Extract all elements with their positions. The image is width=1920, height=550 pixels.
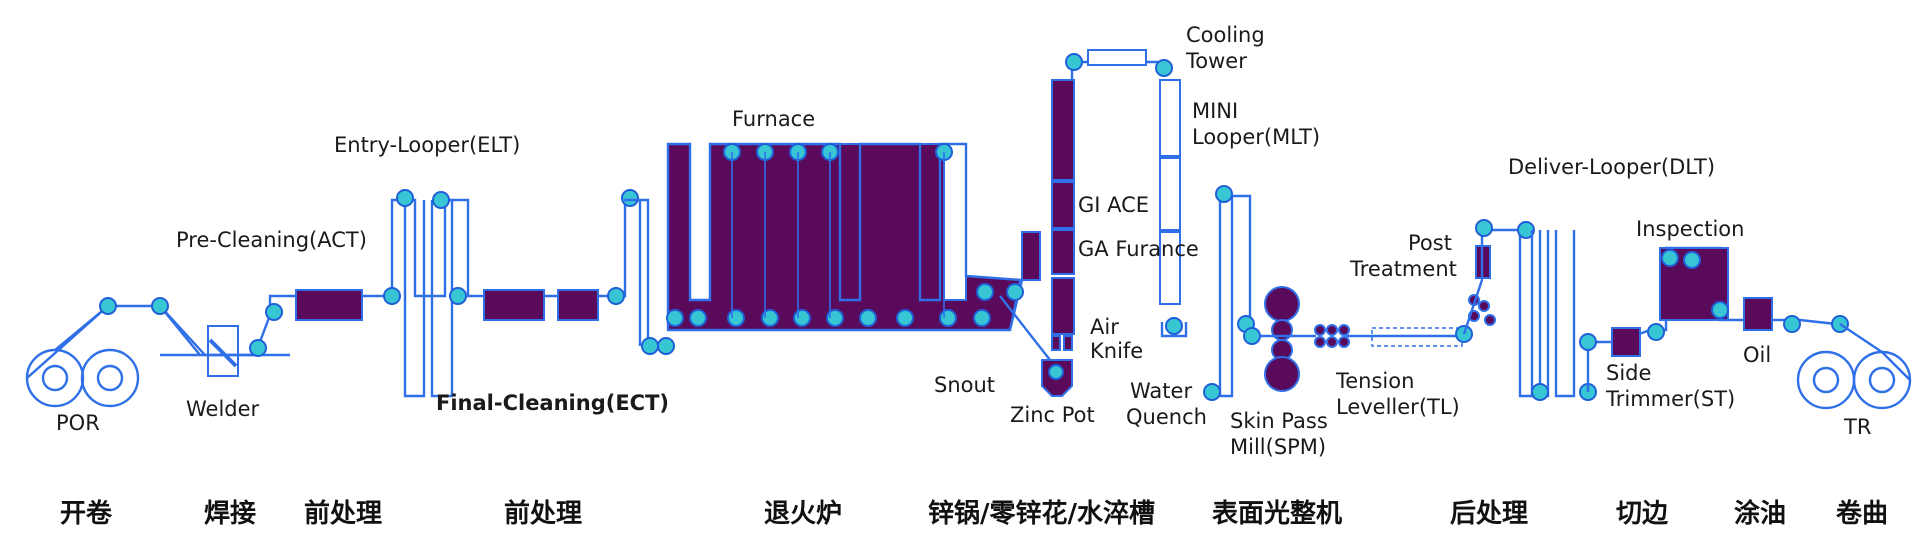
pre-cleaning-tank — [295, 289, 363, 321]
mini-looper — [1159, 79, 1188, 338]
tension-reel — [1796, 323, 1912, 410]
label-cooling-tower-2: Tower — [1185, 49, 1247, 73]
water-quench — [1203, 185, 1255, 401]
label-welder: Welder — [186, 397, 260, 421]
label-side-trimmer-2: Trimmer(ST) — [1605, 387, 1735, 411]
label-water-quench-2: Quench — [1126, 405, 1207, 429]
label-post-treatment-2: Treatment — [1349, 257, 1457, 281]
stage-label-welding: 焊接 — [204, 499, 256, 529]
final-cleaning-tank-1 — [483, 289, 545, 321]
zinc-pot — [1041, 359, 1073, 397]
label-mini-looper-2: Looper(MLT) — [1192, 125, 1320, 149]
label-tr: TR — [1843, 415, 1871, 439]
label-pre-cleaning: Pre-Cleaning(ACT) — [176, 228, 367, 252]
label-final-cleaning: Final-Cleaning(ECT) — [436, 391, 669, 415]
pay-off-reel — [25, 348, 140, 408]
label-air-knife-1: Air — [1090, 315, 1119, 339]
snout — [999, 295, 1051, 361]
furnace — [666, 142, 1024, 332]
stage-label-side-trimming: 切边 — [1616, 499, 1669, 529]
skin-pass-mill — [1243, 286, 1316, 392]
ga-furnace-side-box — [1021, 231, 1041, 281]
label-skin-pass-2: Mill(SPM) — [1230, 435, 1326, 459]
welder — [160, 325, 290, 377]
label-ga-furnace: GA Furance — [1078, 237, 1199, 261]
label-entry-looper: Entry-Looper(ELT) — [334, 133, 520, 157]
label-post-treatment-1: Post — [1408, 231, 1452, 255]
label-water-quench-1: Water — [1130, 379, 1192, 403]
label-furnace: Furnace — [732, 107, 815, 131]
label-mini-looper-1: MINI — [1192, 99, 1238, 123]
label-snout: Snout — [934, 373, 995, 397]
tension-leveller — [1346, 325, 1473, 347]
label-cooling-tower-1: Cooling — [1186, 23, 1265, 47]
skin-pass-small-rolls — [1314, 324, 1350, 348]
final-cleaning-tank-2 — [557, 289, 599, 321]
label-deliver-looper: Deliver-Looper(DLT) — [1508, 155, 1715, 179]
label-tension-leveller-1: Tension — [1335, 369, 1414, 393]
label-por: POR — [56, 411, 100, 435]
stage-label-pretreatment-2: 前处理 — [504, 498, 582, 529]
stage-label-pretreatment-1: 前处理 — [304, 498, 382, 529]
stage-label-coiling: 卷曲 — [1836, 499, 1888, 529]
label-tension-leveller-2: Leveller(TL) — [1336, 395, 1460, 419]
label-air-knife-2: Knife — [1090, 339, 1143, 363]
post-treatment — [1462, 219, 1542, 398]
label-zinc-pot: Zinc Pot — [1010, 403, 1095, 427]
label-oil: Oil — [1743, 343, 1771, 367]
stage-label-post-treatment: 后处理 — [1450, 499, 1528, 529]
stage-label-oiling: 涂油 — [1734, 498, 1786, 529]
furnace-inner-paths — [731, 152, 945, 318]
label-inspection: Inspection — [1636, 217, 1744, 241]
galvanizing-tower — [1051, 79, 1075, 351]
cooling-tower — [1065, 49, 1173, 77]
label-gi-ace: GI ACE — [1078, 193, 1149, 217]
stage-label-zinc-pot-quench: 锌锅/零锌花/水淬槽 — [928, 498, 1155, 529]
stage-label-uncoiling: 开卷 — [60, 499, 113, 529]
stage-label-skin-pass: 表面光整机 — [1212, 498, 1342, 529]
label-side-trimmer-1: Side — [1606, 361, 1651, 385]
stage-label-annealing-furnace: 退火炉 — [764, 499, 842, 529]
delivery-section — [1579, 246, 1849, 392]
deliver-looper — [1530, 230, 1597, 401]
label-skin-pass-1: Skin Pass — [1230, 409, 1328, 433]
